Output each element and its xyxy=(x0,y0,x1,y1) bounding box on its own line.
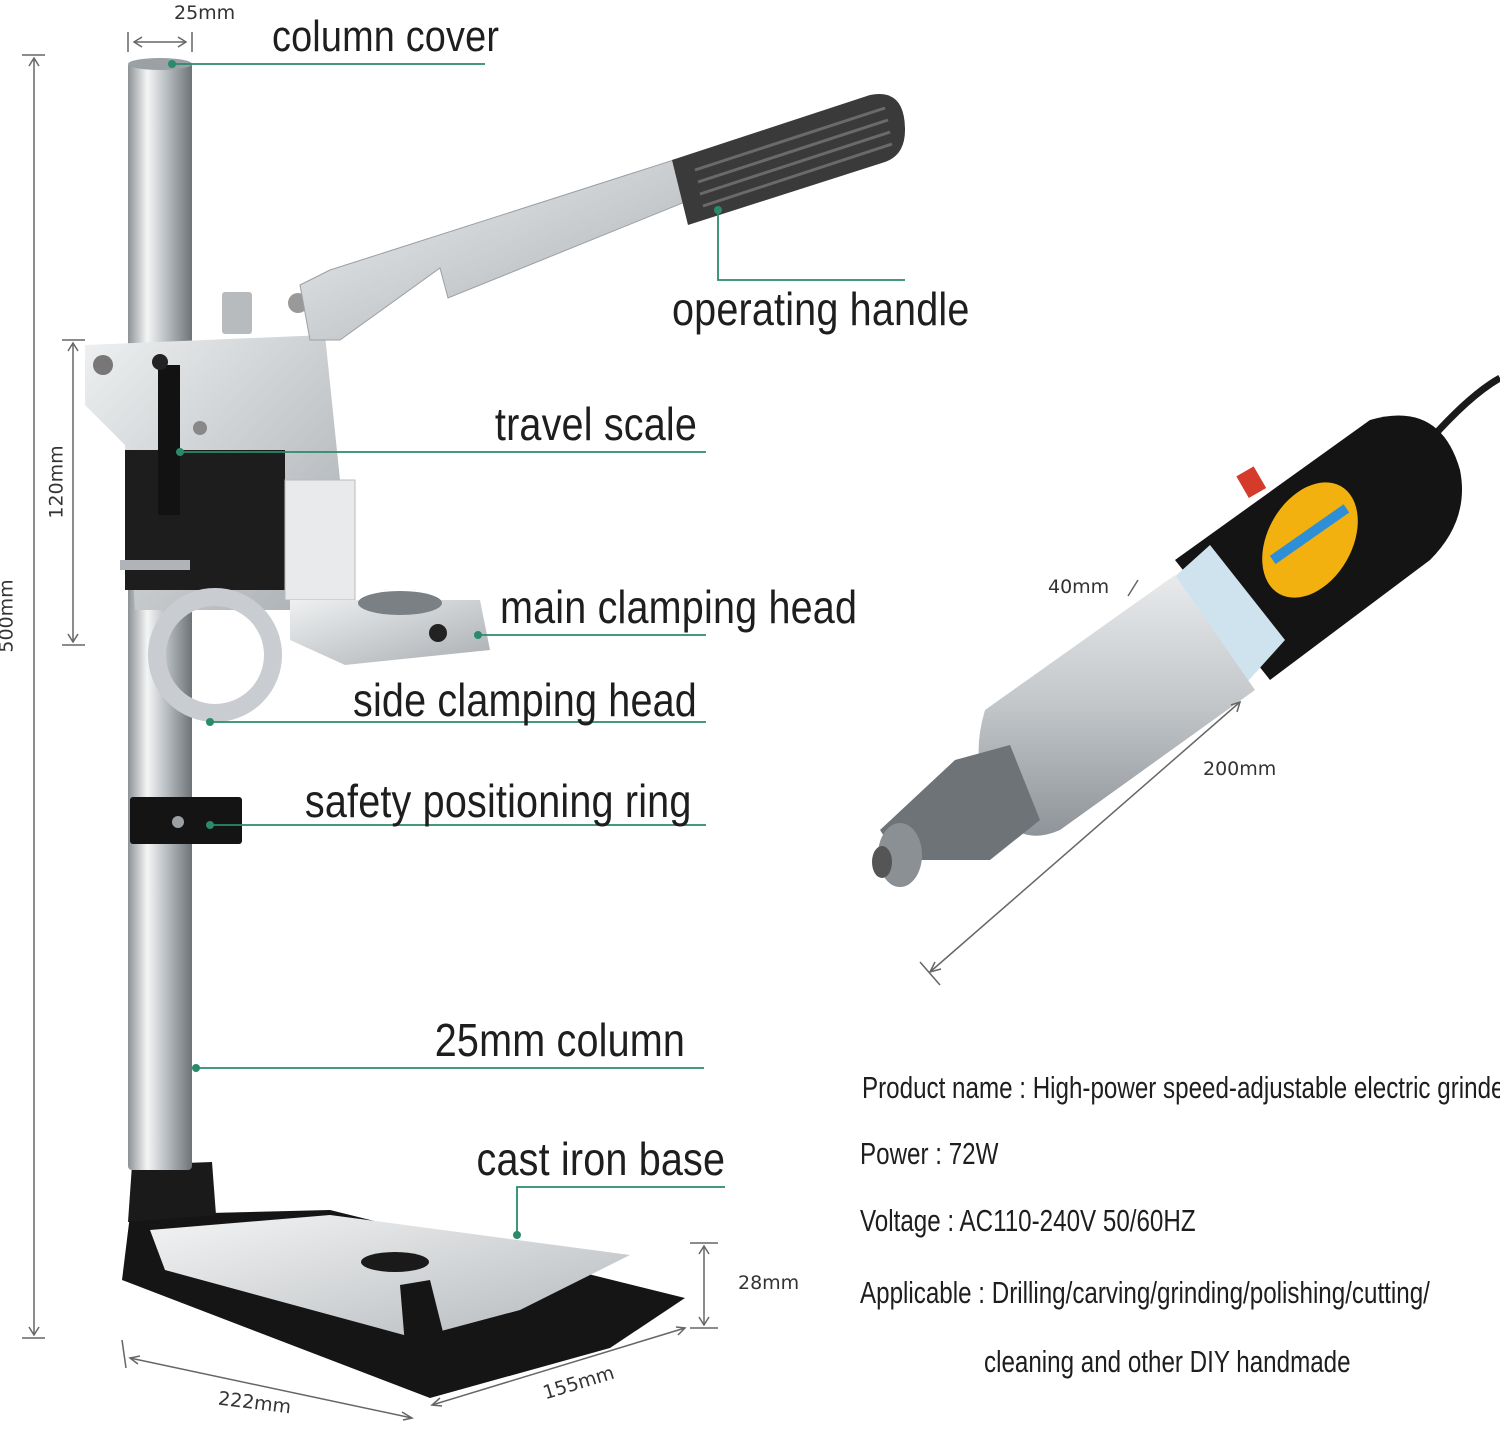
drill-chuck xyxy=(880,745,1040,860)
column-socket xyxy=(128,1162,216,1222)
dim-column-width: 25mm xyxy=(174,2,236,24)
label-column-cover: column cover xyxy=(272,12,500,61)
label-operating-handle: operating handle xyxy=(672,283,970,335)
electric-grinder xyxy=(872,374,1500,887)
column-cover-cap xyxy=(128,58,192,70)
label-main-clamping-head: main clamping head xyxy=(500,581,858,633)
spec-applicable-line2: cleaning and other DIY handmade xyxy=(984,1344,1351,1379)
dim-base-thickness: 28mm xyxy=(738,1272,800,1294)
travel-scale-bar xyxy=(158,365,180,515)
grinder-label-band xyxy=(1160,545,1285,690)
main-clamp xyxy=(290,600,490,665)
base-plate xyxy=(150,1215,630,1338)
spec-voltage: Voltage : AC110-240V 50/60HZ xyxy=(860,1203,1196,1238)
spec-power: Power : 72W xyxy=(860,1136,999,1171)
power-cord xyxy=(1427,374,1500,443)
label-cast-iron-base: cast iron base xyxy=(476,1133,725,1185)
spec-applicable-line1: Applicable : Drilling/carving/grinding/p… xyxy=(860,1275,1430,1310)
leader-dots xyxy=(168,60,722,1239)
safety-positioning-ring xyxy=(130,797,242,844)
drill-stand xyxy=(85,58,905,1398)
dim-total-height: 500mm xyxy=(0,579,18,653)
dim-travel: 120mm xyxy=(45,445,68,519)
leader-lines xyxy=(170,63,905,1235)
label-travel-scale: travel scale xyxy=(494,398,697,450)
column xyxy=(128,62,192,1170)
label-safety-positioning-ring: safety positioning ring xyxy=(305,775,692,827)
label-side-clamping-head: side clamping head xyxy=(353,674,697,726)
grinder-motor-body xyxy=(978,575,1255,836)
operating-handle-grip xyxy=(672,94,905,225)
label-column: 25mm column xyxy=(434,1014,685,1066)
dim-tool-length: 200mm xyxy=(1203,758,1277,780)
side-clamp xyxy=(148,588,282,722)
lever-arm xyxy=(299,157,691,341)
spec-product-name: Product name : High-power speed-adjustab… xyxy=(862,1070,1500,1105)
dimension-lines xyxy=(22,32,1242,1421)
dim-tool-diameter: 40mm xyxy=(1048,576,1110,598)
